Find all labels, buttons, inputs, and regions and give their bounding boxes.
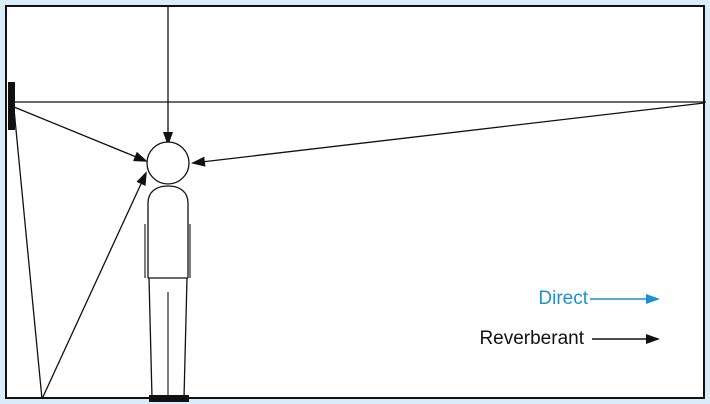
feet-shape: [149, 395, 189, 402]
direct-legend-label: Direct: [538, 289, 588, 308]
listener-head: [147, 142, 189, 184]
reverberant-legend-label: Reverberant: [479, 329, 584, 348]
wall-speaker-icon: [8, 82, 15, 130]
